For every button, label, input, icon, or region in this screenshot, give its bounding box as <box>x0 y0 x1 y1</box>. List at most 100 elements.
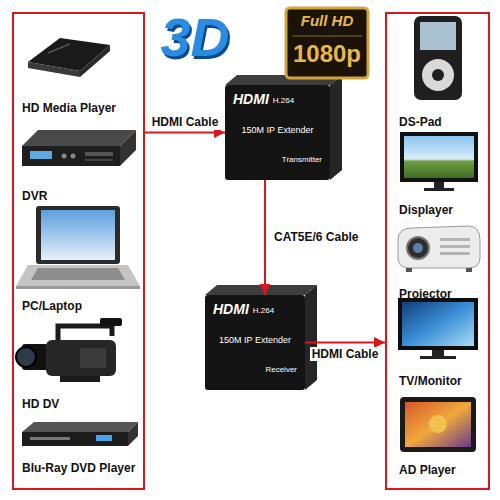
dvr-icon <box>85 152 113 156</box>
camcorder-icon <box>16 347 36 367</box>
dvr-icon <box>30 151 52 159</box>
camcorder-icon <box>60 376 100 382</box>
camcorder-icon <box>80 348 106 368</box>
monitor-icon <box>404 136 474 178</box>
camcorder-icon <box>100 318 122 326</box>
receiver-housing <box>205 285 317 295</box>
device-label: Projector <box>399 288 452 302</box>
source-panel: HD Media PlayerDVR PC/Laptop HD DV Blu-Ray … <box>12 12 145 490</box>
monitor-icon <box>424 188 454 191</box>
cable-label: HDMI Cable <box>310 347 381 361</box>
role-label: Transmitter <box>282 155 322 164</box>
bluray-player-icon <box>30 437 70 440</box>
model-label: 150M IP Extender <box>219 335 291 345</box>
role-label: Receiver <box>265 365 297 374</box>
device-label: Displayer <box>399 204 453 218</box>
receiver-housing <box>305 285 317 390</box>
projector-icon <box>440 252 470 255</box>
tv-icon <box>398 298 478 350</box>
bluray-player-icon <box>96 435 112 441</box>
bluray-player-icon <box>22 422 138 432</box>
brand-logo: HDMI <box>233 91 269 107</box>
device-label: TV/Monitor <box>399 375 462 389</box>
transmitter-unit: HDMI H.264 150M IP ExtenderTransmitter <box>225 85 330 180</box>
device-label: HD Media Player <box>22 102 116 116</box>
tv-icon <box>420 356 456 359</box>
dvr-icon <box>22 130 136 146</box>
device-label: HD DV <box>22 398 59 412</box>
full-hd-badge <box>286 8 368 78</box>
laptop-icon <box>16 286 140 289</box>
projector-icon <box>413 243 423 253</box>
monitor-icon <box>400 132 478 191</box>
laptop-icon <box>16 206 140 289</box>
projector-icon <box>406 268 412 272</box>
ipod-icon <box>420 22 456 50</box>
transmitter-housing <box>225 75 342 180</box>
codec-label: H.264 <box>273 96 294 105</box>
camcorder-icon <box>58 326 112 340</box>
ipod-icon <box>432 69 444 81</box>
device-label: PC/Laptop <box>22 300 82 314</box>
camcorder-icon <box>46 340 116 376</box>
ipod-icon <box>414 16 462 100</box>
device-label: DS-Pad <box>399 116 442 130</box>
dvr-icon <box>85 159 113 161</box>
bluray-player-icon <box>22 422 138 446</box>
display-panel: DS-PadDisplayerProjectorTV/Monitor AD Pla… <box>385 12 490 490</box>
bluray-player-icon <box>128 422 138 446</box>
resolution-text: 1080p <box>293 41 361 67</box>
tv-icon <box>402 302 474 346</box>
receiver-housing <box>205 285 317 390</box>
media-player-icon <box>80 45 110 77</box>
ad-player-icon <box>429 415 447 433</box>
bluray-player-icon <box>22 432 128 446</box>
projector-icon <box>407 237 429 259</box>
ipod-icon <box>414 16 462 100</box>
ad-player-icon <box>405 402 471 447</box>
dvr-icon <box>22 146 120 166</box>
dvr-icon <box>22 130 136 166</box>
cable-arrow <box>305 342 385 344</box>
full-hd-badge <box>286 8 368 78</box>
projector-icon <box>440 238 470 241</box>
brand-logo: HDMI <box>213 301 249 317</box>
dvr-icon <box>62 154 67 159</box>
laptop-icon <box>36 206 120 264</box>
media-player-icon <box>28 62 80 77</box>
cable-label: CAT5E/6 Cable <box>272 230 360 244</box>
codec-label: H.264 <box>253 306 274 315</box>
projector-icon <box>466 268 472 272</box>
laptop-icon <box>16 265 140 286</box>
monitor-icon <box>434 182 444 188</box>
ad-player-icon <box>400 397 476 452</box>
dvr-icon <box>120 130 136 166</box>
device-label: AD Player <box>399 464 456 478</box>
projector-icon <box>440 245 470 248</box>
full-hd-badge <box>292 36 362 37</box>
tv-icon <box>432 350 444 356</box>
laptop-icon <box>41 210 115 260</box>
projector-icon <box>398 226 480 268</box>
laptop-icon <box>31 268 125 280</box>
monitor-icon <box>400 132 478 182</box>
transmitter-housing <box>330 75 342 180</box>
badge-text: Full HD <box>301 13 354 30</box>
camcorder-icon <box>16 318 122 382</box>
ipod-icon <box>422 59 454 91</box>
cable-arrow <box>145 132 225 134</box>
dvr-icon <box>71 154 76 159</box>
receiver-unit: HDMI H.264 150M IP ExtenderReceiver <box>205 295 305 390</box>
model-label: 150M IP Extender <box>242 125 314 135</box>
media-player-icon <box>28 38 110 77</box>
cable-arrow <box>264 180 266 295</box>
tv-icon <box>398 298 478 359</box>
device-label: Blu-Ray DVD Player <box>22 462 135 476</box>
3d-logo: 3D <box>160 8 229 67</box>
ad-player-icon <box>400 397 476 452</box>
device-label: DVR <box>22 190 47 204</box>
